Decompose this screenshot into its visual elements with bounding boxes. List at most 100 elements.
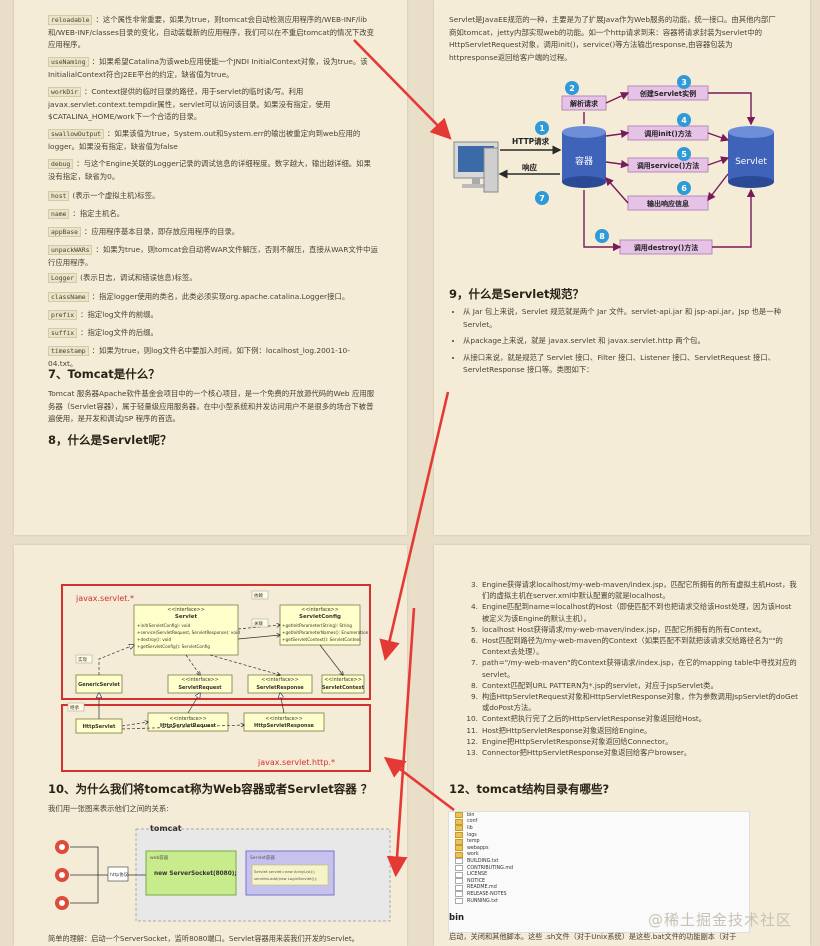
servlet-cylinder: Servlet xyxy=(728,126,774,188)
uml-request-name: ServletRequest xyxy=(178,685,222,691)
uml-servlet-m3: +destroy(): void xyxy=(137,637,171,642)
page-attributes: reloadable：这个属性非常重要，如果为true，则tomcat会自动检测… xyxy=(14,0,407,535)
directory-row: NOTICE xyxy=(449,878,749,885)
directory-name: logs xyxy=(467,832,477,838)
step-text: Context匹配到URL PATTERN为*.jsp的servlet，对应于J… xyxy=(482,680,718,690)
step-text: localhost Host获得请求/my-web-maven/index.js… xyxy=(482,624,767,634)
attribute-description: ：如果该值为true，System.out和System.err的输出被重定向到… xyxy=(48,129,361,151)
attribute-description: (表示一个虚拟主机)标签。 xyxy=(72,191,160,200)
uml-generic-name: GenericServlet xyxy=(78,682,120,688)
attribute-item: suffix：指定log文件的后缀。 xyxy=(48,327,378,340)
step-number: 10. xyxy=(466,714,478,724)
uml-hresp-stereo: <<interface>> xyxy=(265,716,302,722)
attribute-key: useNaming xyxy=(48,57,89,67)
attribute-description: ：应用程序基本目录，即存放应用程序的目录。 xyxy=(83,227,240,236)
attribute-item: useNaming：如果希望Catalina为该web应用使能一个JNDI In… xyxy=(48,56,378,81)
request-step: 13.Connector把HttpServletResponse对象返回给客户b… xyxy=(458,747,798,758)
attribute-item: className：指定logger使用的类名，此类必须实现org.apache… xyxy=(48,291,378,304)
uml-config-m2: +getInitParameterNames(): Enumeration xyxy=(282,630,369,635)
directory-row: RUNNING.txt xyxy=(449,898,749,905)
request-steps-list: 3. Engine获得请求localhost/my-web-maven/index… xyxy=(436,579,798,758)
step-text: path="/my-web-maven"的Context获得请求/index.j… xyxy=(482,658,797,679)
servlet-intro: Servlet是JavaEE规范的一种，主要是为了扩展Java作为Web服务的功… xyxy=(449,15,776,62)
folder-icon xyxy=(455,812,463,819)
directory-name: conf xyxy=(467,819,478,825)
attribute-description: ：如果为true，则tomcat会自动将WAR文件解压，否则不解压，直接从WAR… xyxy=(48,245,378,267)
directory-row: logs xyxy=(449,832,749,839)
step-number: 8. xyxy=(471,680,478,690)
attribute-item: appBase：应用程序基本目录，即存放应用程序的目录。 xyxy=(48,226,378,239)
directory-row: lib xyxy=(449,825,749,832)
step-number: 13. xyxy=(466,748,478,758)
attribute-item: debug：与这个Engine关联的Logger记录的调试信息的详细程度。数字越… xyxy=(48,158,378,183)
step-number: 7. xyxy=(471,658,478,668)
create-servlet-box: 创建Servlet实例 xyxy=(639,89,696,98)
red-arrow-group xyxy=(353,39,455,878)
uml-servlet-name: Servlet xyxy=(175,614,198,620)
paragraph-7: Tomcat 服务器Apache软件基金会项目中的一个核心项目，是一个免费的开放… xyxy=(48,389,375,423)
tomcat-label: tomcat xyxy=(150,824,182,833)
attribute-description: ：指定log文件的后缀。 xyxy=(80,328,158,337)
step-number: 11. xyxy=(466,725,478,735)
attribute-key: Logger xyxy=(48,273,78,283)
heading-8: 8，什么是Servlet呢？ xyxy=(48,433,172,447)
spec-bullet: 从package上来说，就是 javax.servlet 和 javax.ser… xyxy=(463,335,793,348)
servlet-lifecycle-diagram: 容器 Servlet HTTP请求 响应 解析请求 创建Servlet实例 调用… xyxy=(453,75,774,255)
request-step: 4.Engine匹配到name=localhost的Host（即使匹配不到也把请… xyxy=(458,601,798,623)
heading-10: 10、为什么我们将tomcat称为Web容器或者Servlet容器 ？ xyxy=(48,782,373,796)
directory-row: temp xyxy=(449,838,749,845)
uml-servlet-m1: +init(ServletConfig): void xyxy=(137,623,191,628)
attribute-description: ：与这个Engine关联的Logger记录的调试信息的详细程度。数字越大，输出越… xyxy=(48,159,371,181)
tomcat-container-diagram: tomcat web容器 new ServerSocket(8080); Ser… xyxy=(55,824,391,922)
attribute-description: ：指定log文件的前缀。 xyxy=(80,310,158,319)
directory-name: bin xyxy=(467,812,475,818)
uml-http-name: HttpServlet xyxy=(83,724,116,730)
step-num-1: 1 xyxy=(539,124,545,133)
attribute-item: unpackWARs：如果为true，则tomcat会自动将WAR文件解压，否则… xyxy=(48,244,378,269)
step-number: 3. xyxy=(471,580,478,589)
directory-name: NOTICE xyxy=(467,878,486,884)
uml-hreq-name: HttpServletRequest xyxy=(160,723,217,729)
heading-9: 9，什么是Servlet规范？ xyxy=(449,287,584,301)
request-step: 8. Context匹配到URL PATTERN为*.jsp的servlet，对应… xyxy=(458,680,798,691)
directory-row: BUILDING.txt xyxy=(449,858,749,865)
servlet-label: Servlet xyxy=(735,157,767,167)
uml-note-impl: 实现 xyxy=(78,656,87,663)
uml-request-stereo: <<interface>> xyxy=(181,677,218,683)
directory-name: webapps xyxy=(467,845,489,851)
call-destroy-box: 调用destroy()方法 xyxy=(634,243,699,252)
uml-servlet-m2: +service(ServletRequest, ServletResponse… xyxy=(137,630,240,635)
heading-12: 12、tomcat结构目录有哪些? xyxy=(449,782,610,796)
attribute-key: unpackWARs xyxy=(48,245,93,255)
attribute-description: ：指定主机名。 xyxy=(72,209,125,218)
directory-name: LICENSE xyxy=(467,872,488,878)
step-number: 5. xyxy=(471,624,478,634)
directory-row: webapps xyxy=(449,845,749,852)
servlet-spec-list: 从 Jar 包上来说，Servlet 规范就是两个 Jar 文件。servlet… xyxy=(449,306,793,381)
request-step: 10.Context把执行完了之后的HttpServletResponse对象返… xyxy=(458,713,798,724)
paragraph-10: 我们用一张图来表示他们之间的关系: xyxy=(48,804,169,813)
uml-hresp-name: HttpServletResponse xyxy=(254,723,315,729)
container-label: 容器 xyxy=(575,155,593,167)
step-text: Engine获得请求localhost/my-web-maven/index.j… xyxy=(482,580,797,601)
uml-hreq-stereo: <<interface>> xyxy=(169,716,206,722)
directory-name: RUNNING.txt xyxy=(467,898,498,904)
step-num-7: 7 xyxy=(539,194,545,203)
folder-icon xyxy=(455,832,463,839)
step-text: Engine把HttpServletResponse对象返回给Connector… xyxy=(482,736,673,746)
bin-description: 启动，关闭和其他脚本。这些 .sh文件（对于Unix系统）是这些.bat文件的功… xyxy=(449,932,737,941)
servlet-container-label: Servlet容器 xyxy=(250,854,275,861)
request-step: 7. path="/my-web-maven"的Context获得请求/index… xyxy=(458,657,798,679)
directory-name: work xyxy=(467,852,479,858)
request-step: 3. Engine获得请求localhost/my-web-maven/index… xyxy=(458,579,798,601)
step-number: 6. xyxy=(471,636,478,646)
attribute-key: host xyxy=(48,191,70,201)
step-text: Engine匹配到name=localhost的Host（即使匹配不到也把请求交… xyxy=(482,602,792,623)
step-text: Host把HttpServletResponse对象返回给Engine。 xyxy=(482,725,652,735)
call-service-box: 调用service()方法 xyxy=(637,161,700,170)
watermark: @稀土掘金技术社区 xyxy=(647,911,792,929)
attribute-description: ：Context提供的临时目录的路径，用于servlet的临时读/写。利用jav… xyxy=(48,87,331,121)
attribute-key: debug xyxy=(48,159,74,169)
web-container-label: web容器 xyxy=(150,854,169,861)
